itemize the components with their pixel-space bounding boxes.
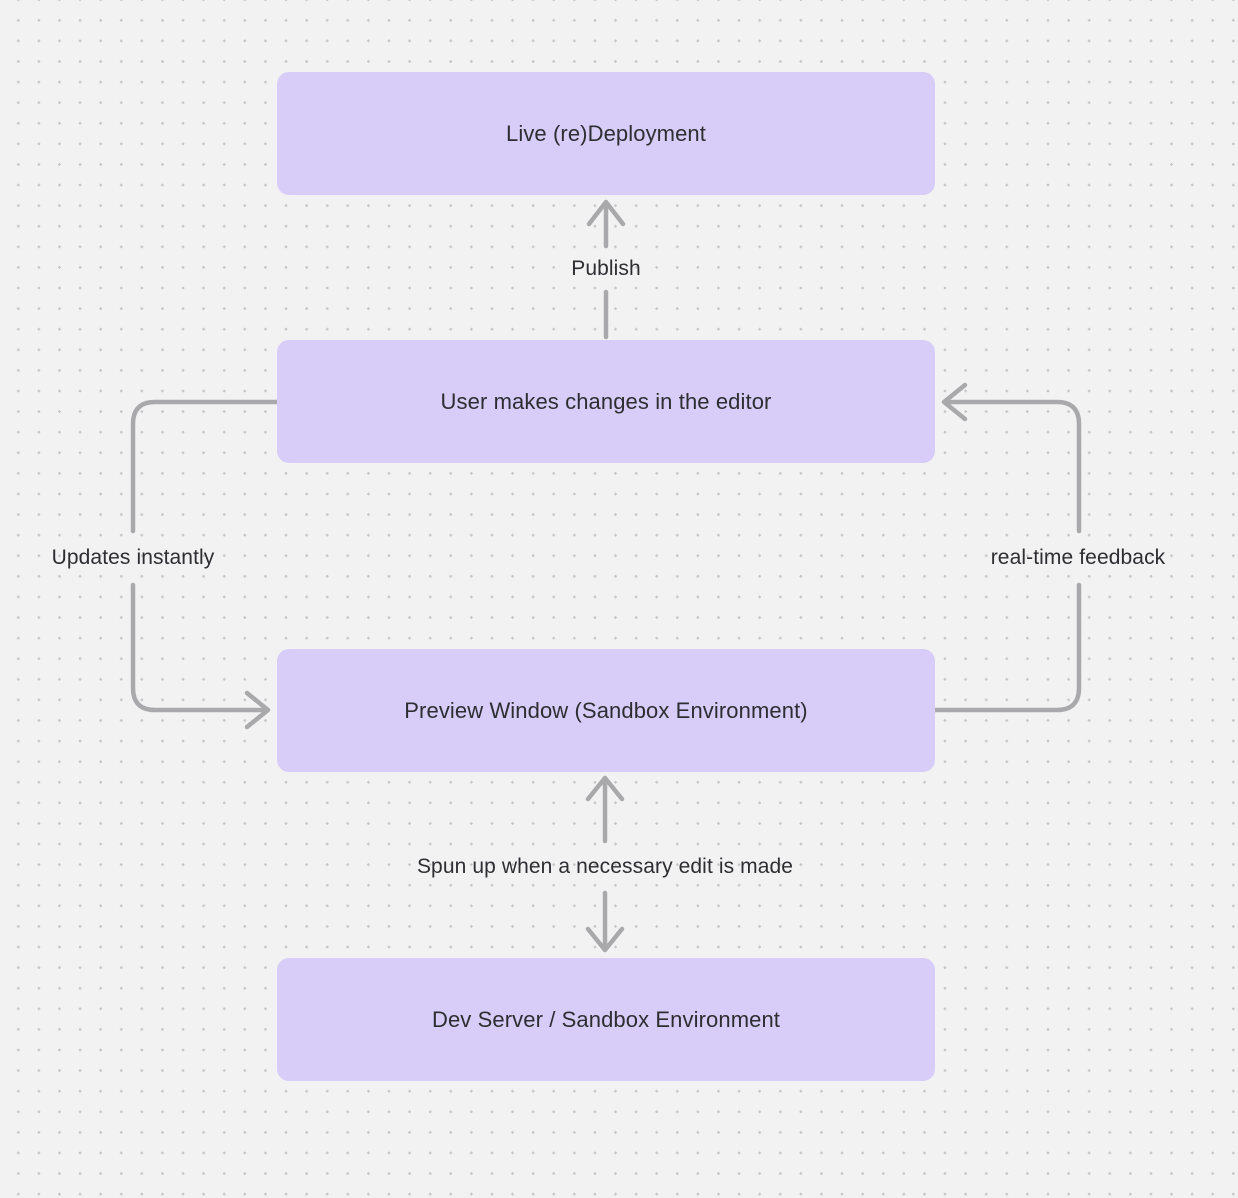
edge-label-publish: Publish [571, 257, 641, 280]
edge-label-realtime-feedback: real-time feedback [990, 546, 1166, 569]
node-user-editor[interactable]: User makes changes in the editor [277, 340, 935, 463]
edge-label-updates-instantly: Updates instantly [51, 546, 215, 569]
node-label: Preview Window (Sandbox Environment) [404, 697, 808, 723]
edge-label-spun-up: Spun up when a necessary edit is made [416, 855, 794, 878]
node-label: Live (re)Deployment [506, 120, 706, 146]
node-preview-window[interactable]: Preview Window (Sandbox Environment) [277, 649, 935, 772]
spun-up-arrow-down-icon [585, 890, 625, 953]
node-label: Dev Server / Sandbox Environment [431, 1006, 781, 1032]
node-live-redeployment[interactable]: Live (re)Deployment [277, 72, 935, 195]
node-label: User makes changes in the editor [440, 388, 772, 414]
spun-up-arrow-up-icon [585, 775, 625, 844]
node-dev-server[interactable]: Dev Server / Sandbox Environment [277, 958, 935, 1081]
